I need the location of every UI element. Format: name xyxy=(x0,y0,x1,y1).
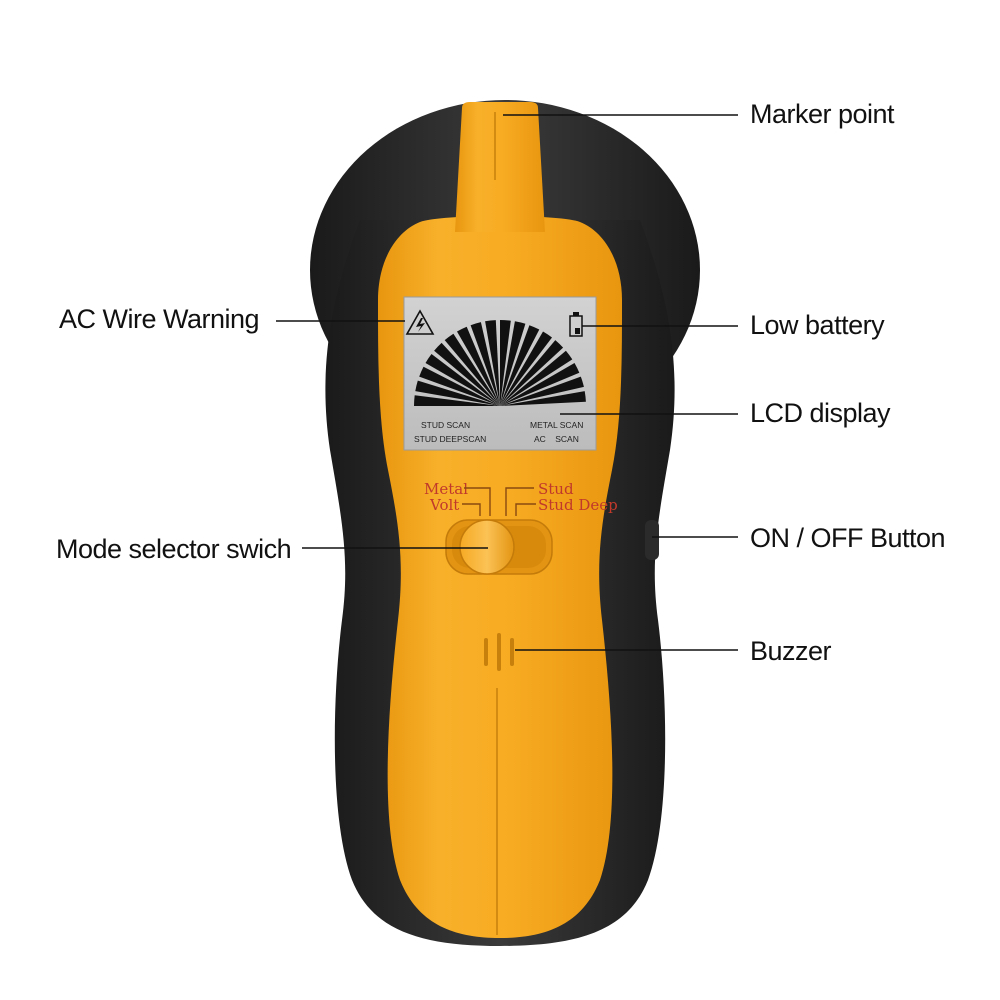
signal-fan-segment xyxy=(414,395,500,406)
signal-fan-segment xyxy=(470,322,500,406)
callout-ac-wire-warning: AC Wire Warning xyxy=(59,304,260,334)
signal-fan-segment xyxy=(434,342,500,406)
signal-fan-segment xyxy=(444,333,500,406)
signal-fan-segment xyxy=(500,331,552,406)
callout-marker-point: Marker point xyxy=(750,99,895,129)
lcd-stud-deepscan: STUD DEEPSCAN xyxy=(414,434,486,444)
signal-fan xyxy=(414,320,586,406)
signal-fan-segment xyxy=(425,354,500,406)
callout-buzzer: Buzzer xyxy=(750,636,832,666)
signal-fan-segment xyxy=(500,321,526,406)
signal-fan-segment xyxy=(415,380,500,406)
switch-label-stud: Stud xyxy=(538,480,574,498)
signal-fan-segment xyxy=(457,326,500,406)
lcd-ac-scan: AC SCAN xyxy=(534,434,579,444)
switch-position-lines xyxy=(462,487,536,516)
signal-fan-segment xyxy=(500,350,573,406)
mode-selector-knob[interactable] xyxy=(459,519,515,575)
signal-fan-segment xyxy=(485,320,500,406)
signal-fan-segment xyxy=(500,320,511,406)
lcd-metal-scan: METAL SCAN xyxy=(530,420,583,430)
callout-on-off-button: ON / OFF Button xyxy=(750,523,946,553)
high-voltage-warning-icon xyxy=(405,309,435,335)
callout-lcd-display: LCD display xyxy=(750,398,891,428)
signal-fan-segment xyxy=(500,325,540,406)
signal-fan-segment xyxy=(500,376,584,406)
marker-tab xyxy=(455,102,545,232)
buzzer-grille xyxy=(484,633,514,671)
lcd-stud-scan: STUD SCAN xyxy=(421,420,470,430)
signal-fan-segment xyxy=(500,363,580,406)
signal-fan-segment xyxy=(500,391,586,406)
switch-label-stud-deep: Stud Deep xyxy=(538,496,618,514)
on-off-button[interactable] xyxy=(645,520,659,560)
callout-leaders xyxy=(276,114,738,651)
signal-fan-segment xyxy=(500,340,564,406)
callout-mode-selector: Mode selector swich xyxy=(56,534,292,564)
switch-label-metal: Metal xyxy=(424,480,468,498)
signal-fan-segment xyxy=(419,366,500,406)
switch-label-volt: Volt xyxy=(429,496,459,514)
callout-low-battery: Low battery xyxy=(750,310,885,340)
